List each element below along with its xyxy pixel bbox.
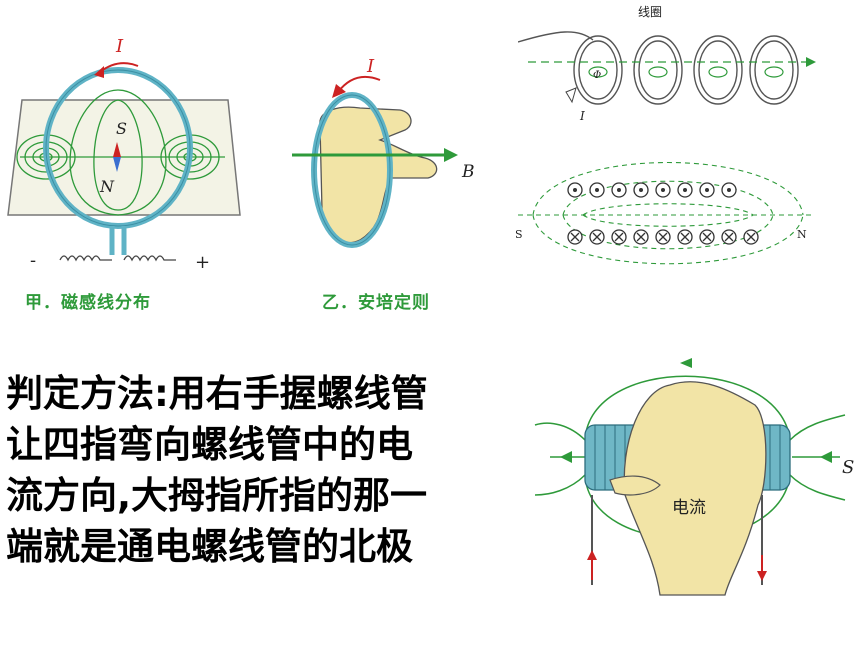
right-hand	[319, 106, 438, 244]
south-pole-label: S	[116, 119, 127, 138]
field-lines-d	[518, 161, 813, 265]
current-label-b: I	[366, 56, 375, 77]
coil-diagram: 线圈 Φ I	[517, 5, 816, 123]
n-pole-label-d: N	[797, 228, 807, 241]
north-pole-label: N	[99, 177, 115, 196]
method-line-4: 端就是通电螺线管的北极	[6, 525, 413, 568]
compass-north	[113, 142, 121, 157]
panel-loop-field: I S N - +	[0, 30, 250, 290]
minus-terminal: -	[30, 250, 36, 271]
conductors-out	[567, 182, 737, 198]
thumb	[609, 475, 661, 496]
current-arrow-c	[565, 87, 577, 104]
coil-turns	[517, 31, 799, 105]
s-pole-label-e: S	[842, 457, 854, 478]
caption-ampere-rule: 乙．安培定则	[322, 293, 430, 313]
panel-solenoid-section: S N	[513, 140, 823, 280]
lead-wire-left	[59, 255, 112, 262]
compass-south	[113, 157, 121, 172]
coil-label: 线圈	[638, 5, 662, 19]
method-line-2: 让四指弯向螺线管中的电	[6, 423, 413, 466]
gripping-hand	[623, 381, 767, 596]
hand-solenoid-diagram: 电流 S	[534, 358, 854, 596]
current-label-e: 电流	[672, 498, 706, 518]
solenoid-section-diagram: S N	[515, 161, 813, 265]
panel-coil: 线圈 Φ I	[517, 0, 818, 135]
ampere-rule-diagram: I B	[292, 56, 475, 248]
method-text: 判定方法:用右手握螺线管 让四指弯向螺线管中的电 流方向,大拇指所指的那一 端就…	[6, 368, 531, 572]
field-label-b: B	[461, 162, 475, 182]
panel-hand-solenoid: 电流 S	[530, 345, 860, 600]
plus-terminal: +	[195, 252, 210, 273]
current-label-c: I	[579, 109, 585, 123]
lead-wire-right	[123, 255, 176, 262]
method-line-1: 判定方法:用右手握螺线管	[6, 372, 428, 415]
s-pole-label-d: S	[515, 228, 523, 241]
method-line-3: 流方向,大拇指所指的那一	[6, 474, 428, 517]
current-label: I	[115, 36, 124, 57]
flux-label: Φ	[593, 70, 601, 81]
loop-field-diagram: I S N - +	[7, 36, 241, 273]
caption-field-distribution: 甲．磁感线分布	[25, 293, 151, 313]
panel-ampere-rule: I B	[280, 50, 490, 290]
current-arrow-b	[337, 76, 381, 93]
